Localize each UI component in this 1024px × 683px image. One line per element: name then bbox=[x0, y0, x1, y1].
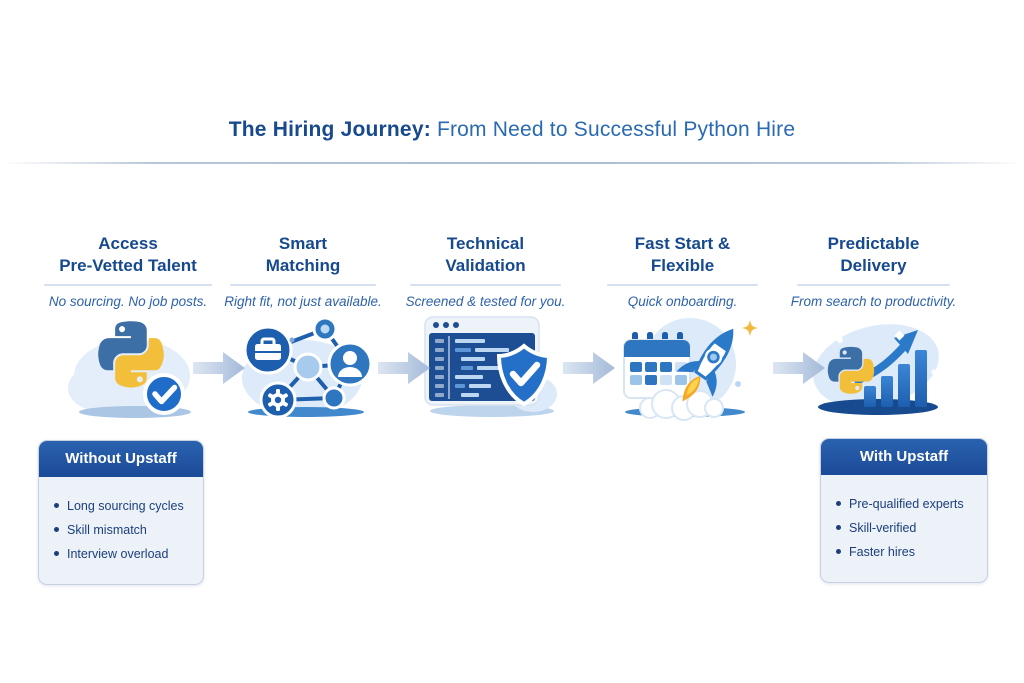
step-fast-start-flexible: Fast Start & Flexible Quick onboarding. bbox=[595, 233, 770, 309]
python-check-icon bbox=[60, 312, 210, 422]
step-underline bbox=[607, 284, 758, 287]
list-item: Long sourcing cycles bbox=[54, 499, 195, 513]
page-title-rest: From Need to Successful Python Hire bbox=[436, 118, 796, 141]
flow-arrow-icon bbox=[193, 348, 247, 388]
step-predictable-delivery: Predictable Delivery From search to prod… bbox=[785, 233, 962, 309]
with-upstaff-items: Pre-qualified experts Skill-verified Fas… bbox=[821, 475, 987, 582]
calendar bbox=[623, 332, 691, 399]
bullet-dot bbox=[54, 503, 59, 508]
list-item: Skill mismatch bbox=[54, 523, 195, 537]
flow-arrow-icon bbox=[773, 348, 827, 388]
gear-node bbox=[259, 381, 297, 419]
step-title: Access Pre-Vetted Talent bbox=[59, 234, 197, 276]
flow-arrow-icon bbox=[378, 348, 432, 388]
step-underline bbox=[410, 284, 561, 287]
list-item: Skill-verified bbox=[836, 521, 979, 535]
bullet-dot bbox=[54, 551, 59, 556]
step-title: Fast Start & Flexible bbox=[634, 234, 731, 276]
list-item: Interview overload bbox=[54, 547, 195, 561]
page-title-bold: The Hiring Journey: bbox=[228, 118, 431, 141]
code-shield-icon bbox=[417, 312, 567, 422]
page-title: The Hiring Journey: From Need to Success… bbox=[0, 118, 1024, 142]
list-item: Faster hires bbox=[836, 545, 979, 559]
bullet-dot bbox=[54, 527, 59, 532]
step-underline bbox=[43, 284, 213, 287]
without-upstaff-box: Without Upstaff Long sourcing cycles Ski… bbox=[38, 440, 204, 585]
step-subtitle: Right fit, not just available. bbox=[224, 294, 382, 310]
flow-arrow-icon bbox=[563, 348, 617, 388]
bullet-dot bbox=[836, 525, 841, 530]
smoke bbox=[639, 389, 724, 421]
network-match-icon bbox=[230, 312, 380, 422]
step-subtitle: From search to productivity. bbox=[790, 294, 957, 310]
calendar-rocket-icon bbox=[610, 312, 760, 422]
step-title: Technical Validation bbox=[445, 234, 526, 276]
step-subtitle: Quick onboarding. bbox=[627, 294, 738, 310]
list-item: Pre-qualified experts bbox=[836, 497, 979, 511]
step-title: Smart Matching bbox=[265, 234, 341, 276]
shield-check bbox=[496, 343, 552, 407]
without-upstaff-header: Without Upstaff bbox=[39, 441, 203, 477]
briefcase-node bbox=[243, 325, 293, 375]
bullet-dot bbox=[836, 549, 841, 554]
python-growth-icon bbox=[800, 312, 950, 422]
without-upstaff-items: Long sourcing cycles Skill mismatch Inte… bbox=[39, 477, 203, 584]
rocket bbox=[676, 328, 734, 402]
step-smart-matching: Smart Matching Right fit, not just avail… bbox=[218, 233, 388, 309]
step-underline bbox=[229, 284, 377, 287]
with-upstaff-box: With Upstaff Pre-qualified experts Skill… bbox=[820, 438, 988, 583]
with-upstaff-header: With Upstaff bbox=[821, 439, 987, 475]
step-access-prevetted-talent: Access Pre-Vetted Talent No sourcing. No… bbox=[30, 233, 226, 309]
step-underline bbox=[797, 284, 950, 287]
title-divider bbox=[0, 162, 1024, 164]
step-technical-validation: Technical Validation Screened & tested f… bbox=[398, 233, 573, 309]
step-title: Predictable Delivery bbox=[827, 234, 920, 276]
person-node bbox=[327, 341, 373, 387]
bars bbox=[864, 350, 927, 407]
step-subtitle: Screened & tested for you. bbox=[405, 294, 566, 310]
bullet-dot bbox=[836, 501, 841, 506]
step-subtitle: No sourcing. No job posts. bbox=[48, 294, 208, 310]
